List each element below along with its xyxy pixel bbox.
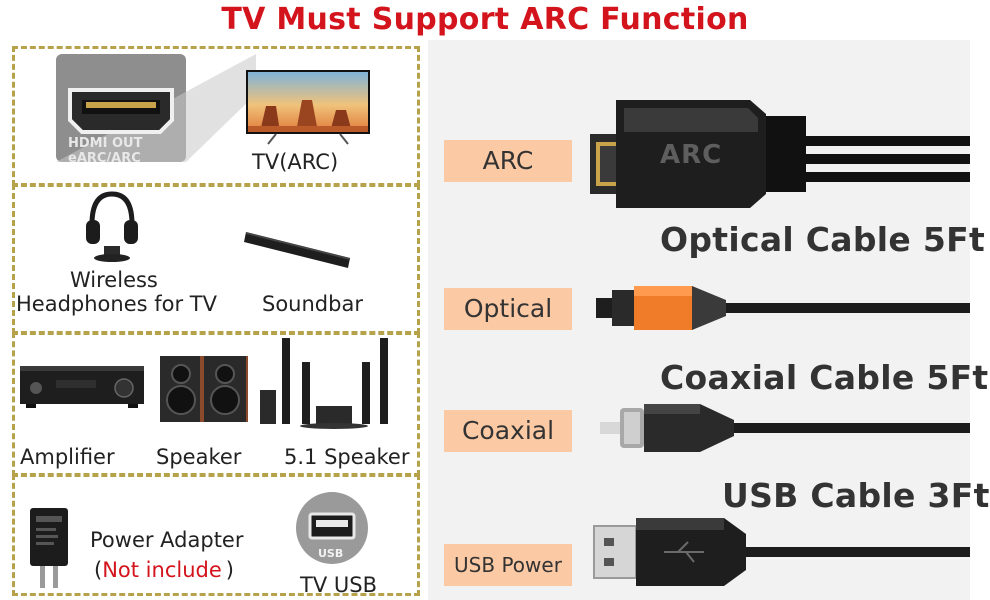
headphones-label-2: Headphones for TV — [16, 292, 217, 316]
tv-label: TV(ARC) — [252, 150, 339, 174]
arc-tag: ARC — [444, 140, 572, 182]
coaxial-plug-icon — [600, 404, 970, 452]
optical-plug-icon — [596, 286, 970, 330]
note-close-paren: ) — [225, 558, 234, 582]
hdmi-port-text-1: HDMI OUT — [68, 136, 143, 151]
note-text: Not include — [102, 558, 222, 582]
speaker-icon — [160, 356, 248, 422]
tv-usb-port-text: USB — [318, 547, 344, 560]
surround-speaker-label: 5.1 Speaker — [284, 445, 410, 469]
coaxial-tag: Coaxial — [444, 410, 572, 452]
amplifier-icon — [20, 366, 144, 408]
coaxial-cable-title: Coaxial Cable 5Ft — [660, 358, 989, 397]
speaker-label: Speaker — [156, 445, 242, 469]
optical-tag: Optical — [444, 288, 572, 330]
arc-plug-text: ARC — [660, 140, 723, 170]
page-title: TV Must Support ARC Function — [221, 2, 749, 37]
usb-power-tag: USB Power — [444, 544, 572, 586]
headphones-icon — [86, 191, 138, 262]
power-adapter-label: Power Adapter — [90, 528, 244, 552]
audio-box — [12, 184, 420, 334]
tv-usb-port-icon — [296, 492, 368, 564]
hdmi-port-icon — [56, 54, 256, 162]
power-adapter-icon — [30, 508, 68, 588]
soundbar-label: Soundbar — [262, 292, 363, 316]
surround-speaker-icon — [260, 338, 388, 429]
tv-icon — [246, 70, 370, 145]
soundbar-icon — [244, 232, 350, 268]
hdmi-port-text-2: eARC/ARC — [68, 151, 141, 166]
usb-plug-icon — [593, 518, 970, 586]
not-include-note: (Not include) — [94, 558, 234, 582]
note-open-paren: ( — [94, 558, 103, 582]
amplifier-label: Amplifier — [20, 445, 115, 469]
hdmi-arc-plug-icon — [590, 100, 970, 208]
headphones-label-1: Wireless — [70, 268, 158, 292]
usb-cable-title: USB Cable 3Ft — [722, 476, 990, 515]
tv-usb-label: TV USB — [300, 573, 377, 597]
optical-cable-title: Optical Cable 5Ft — [660, 220, 986, 259]
